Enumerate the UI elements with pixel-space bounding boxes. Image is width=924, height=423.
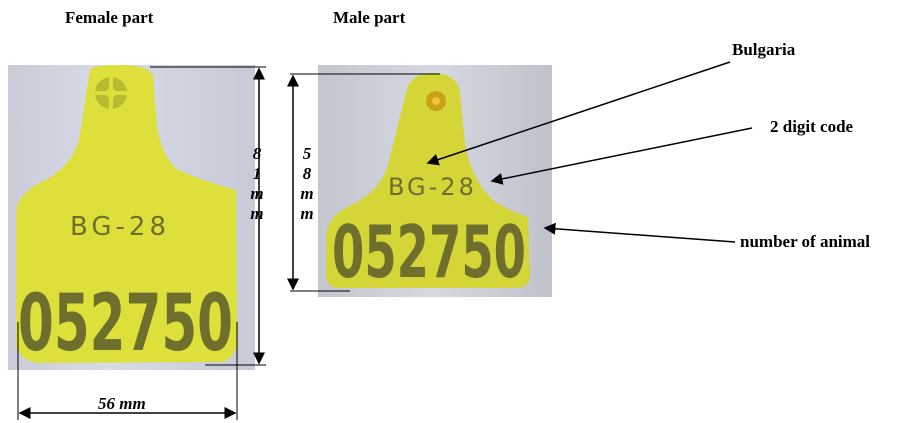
female-tag-photo: BG-28 052750	[8, 65, 255, 370]
male-tag-country-code: BG-28	[388, 173, 477, 201]
female-height-label: 8 1 m m	[250, 144, 264, 223]
code-arrow	[490, 127, 753, 185]
female-part-title: Female part	[65, 8, 154, 27]
two-digit-code-label: 2 digit code	[770, 117, 854, 136]
male-tag-shape	[326, 73, 530, 288]
male-part-title: Male part	[333, 8, 406, 27]
number-arrow	[543, 222, 736, 243]
female-tag-shape	[16, 65, 237, 363]
female-tag-country-code: BG-28	[70, 212, 170, 242]
male-height-label: 5 8 m m	[300, 144, 314, 223]
female-tag-number: 052750	[18, 279, 233, 369]
male-tag-photo: BG-28 052750	[318, 65, 552, 297]
number-of-animal-label: number of animal	[740, 232, 871, 251]
bulgaria-label: Bulgaria	[732, 40, 796, 59]
bulgaria-arrow	[426, 61, 731, 166]
male-tag-number: 052750	[332, 210, 526, 294]
female-width-label: 56 mm	[98, 394, 146, 413]
